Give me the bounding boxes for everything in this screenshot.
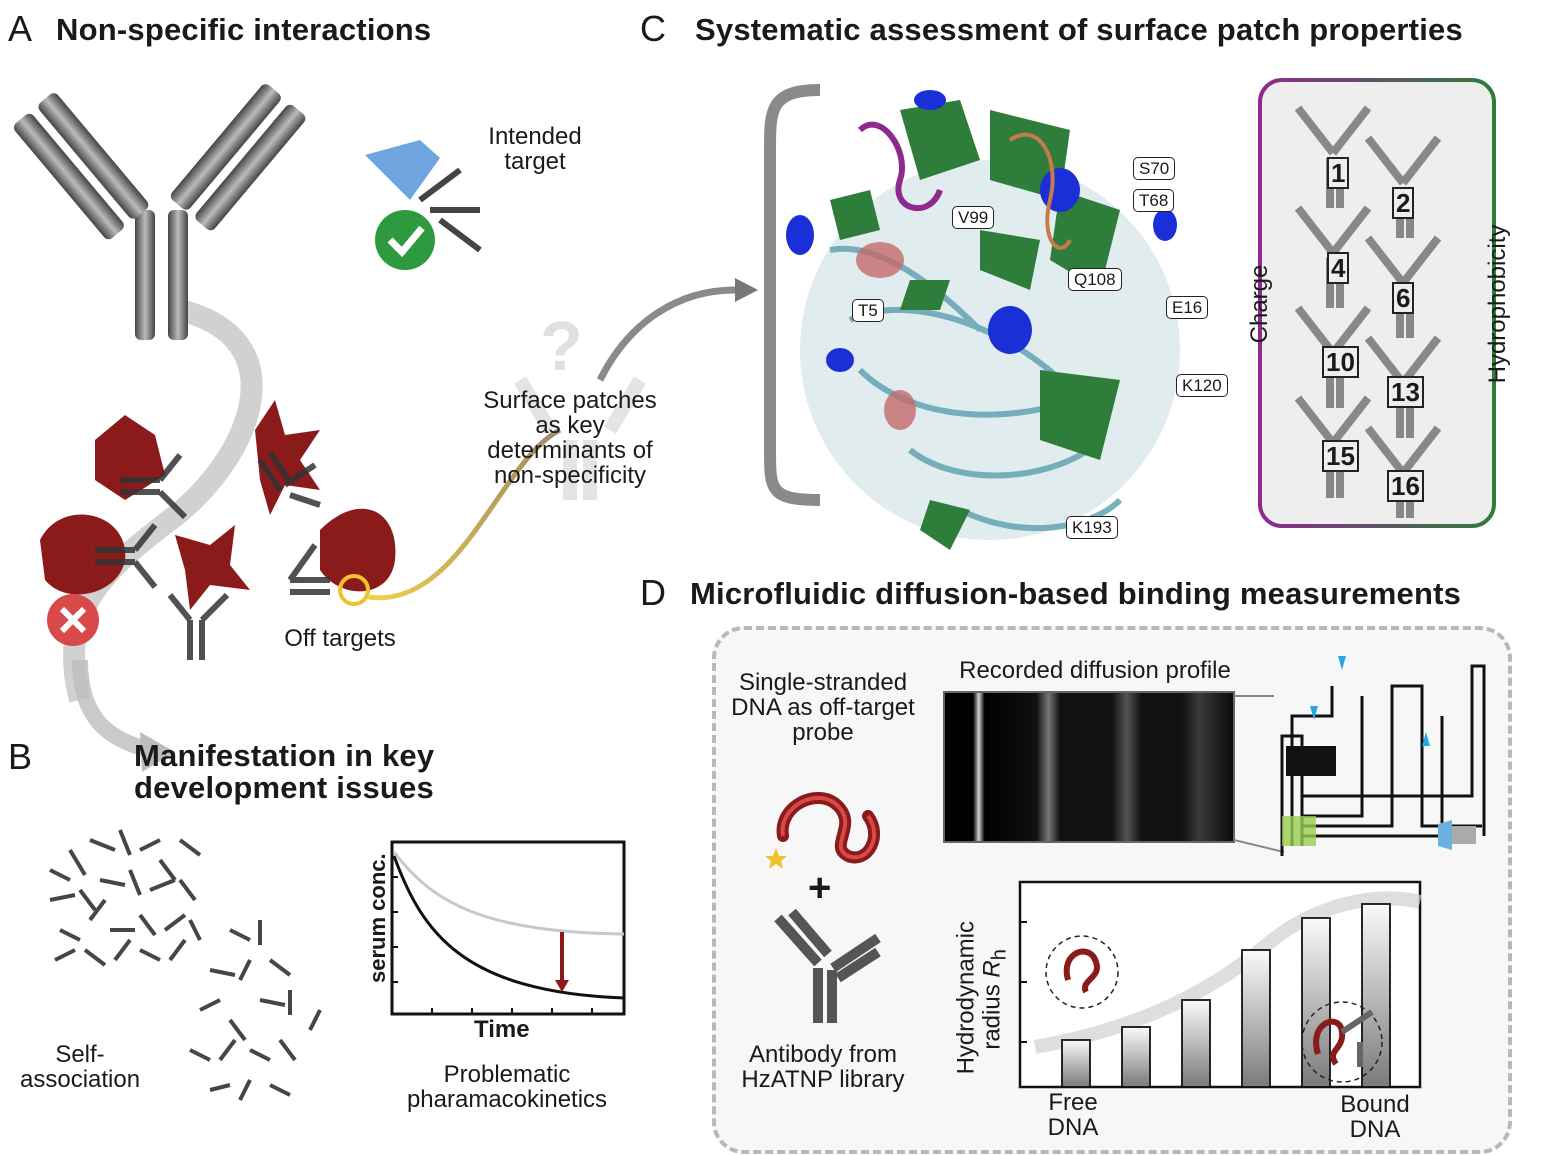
variant-4: 4 — [1327, 252, 1350, 284]
panel-b-letter: B — [8, 736, 33, 777]
rh-axis-text: Hydrodynamic radius — [952, 921, 1006, 1075]
svg-text:?: ? — [540, 307, 583, 385]
variant-16: 16 — [1387, 470, 1424, 502]
self-association-cluster — [49, 829, 322, 1101]
rh-subscript: h — [988, 949, 1011, 961]
bound-dna-label: Bound DNA — [1340, 1091, 1410, 1143]
panel-c-title: Systematic assessment of surface patch p… — [695, 12, 1463, 47]
variant-box — [1258, 78, 1496, 528]
pk-label: Problematic pharamacokinetics — [406, 1061, 608, 1113]
antibody-label: Antibody from HzATNP library — [741, 1041, 905, 1093]
variant-13: 13 — [1387, 376, 1424, 408]
variant-10: 10 — [1322, 346, 1359, 378]
axis-charge: Charge — [1246, 264, 1273, 344]
residue-s70: S70 — [1133, 157, 1176, 180]
plus-sign: + — [808, 866, 832, 910]
variant-1: 1 — [1327, 157, 1350, 189]
panel-a-title: Non-specific interactions — [56, 12, 432, 47]
residue-q108: Q108 — [1068, 268, 1122, 291]
off-targets-label: Off targets — [284, 625, 396, 652]
panel-b-title: Manifestation in key development issues — [134, 740, 434, 804]
pk-ylabel: serum conc. — [365, 853, 390, 983]
panel-a-letter: A — [8, 8, 33, 49]
variant-15: 15 — [1322, 440, 1359, 472]
protein-structure — [764, 84, 1180, 550]
variant-6: 6 — [1392, 282, 1415, 314]
pk-curve-normal — [392, 851, 625, 936]
large-antibody-icon — [13, 84, 306, 340]
residue-k193: K193 — [1066, 516, 1118, 539]
rh-chart — [1018, 880, 1422, 1089]
pk-curve-fast — [392, 855, 625, 1000]
residue-t5: T5 — [852, 299, 884, 322]
self-association-label: Self-association — [20, 1041, 141, 1093]
residue-e16: E16 — [1166, 296, 1209, 319]
pk-plot — [390, 840, 626, 1016]
surface-patches-label: Surface patches as key determinants of n… — [483, 387, 657, 489]
antibody-icon — [774, 908, 881, 1023]
rh-symbol: R — [978, 960, 1006, 978]
probe-label: Single-stranded DNA as off-target probe — [731, 669, 915, 746]
free-dna-label: Free DNA — [1047, 1089, 1099, 1141]
residue-k120: K120 — [1176, 374, 1228, 397]
residue-t68: T68 — [1133, 189, 1175, 212]
panel-b-title-line1: Manifestation in key — [134, 738, 435, 773]
variant-2: 2 — [1392, 187, 1415, 219]
axis-hydrophobicity: Hydrophobicity — [1484, 224, 1511, 384]
rh-axis-label: Hydrodynamic radius Rh — [952, 921, 1013, 1075]
panel-d-letter: D — [640, 572, 666, 613]
dna-probe-icon — [765, 791, 880, 869]
panel-a-illustration: ? — [13, 84, 758, 772]
intended-target-label: Intended target — [488, 123, 582, 175]
residue-v99: V99 — [952, 206, 995, 229]
panel-c-letter: C — [640, 8, 666, 49]
panel-b-title-line2: development issues — [134, 770, 434, 805]
panel-d-title: Microfluidic diffusion-based binding mea… — [690, 576, 1462, 611]
pk-xlabel: Time — [474, 1016, 530, 1043]
diffusion-profile-image — [943, 691, 1285, 853]
profile-label: Recorded diffusion profile — [959, 657, 1231, 684]
microfluidic-chip — [1280, 656, 1486, 856]
